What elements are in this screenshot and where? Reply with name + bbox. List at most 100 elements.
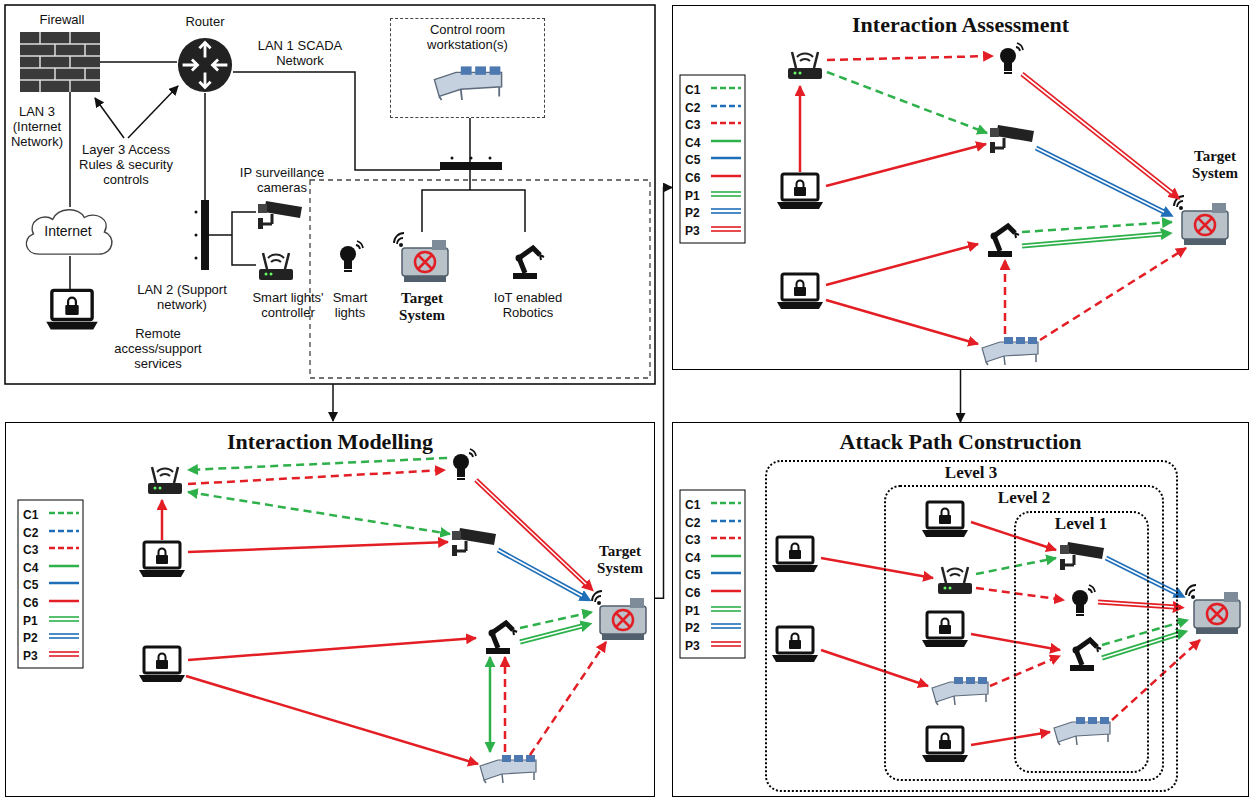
legend-text: C2 [685,516,700,530]
interaction-line [504,657,507,752]
legend-entry: C6 [685,583,745,599]
interaction-line [826,244,978,285]
legend-line [711,104,741,107]
legend-entry: P1 [23,611,83,627]
legend-line [711,157,741,160]
legend-line [49,616,79,618]
legend-entry: C3 [23,540,83,556]
legend-text: C3 [685,118,700,132]
legend-sample [48,613,80,625]
interaction-line [1040,248,1186,340]
interaction-line [821,558,933,578]
node-label: Level 1 [1055,514,1107,534]
interaction-line [204,93,206,200]
device-fw [20,32,100,92]
legend-sample [48,542,80,554]
device-tgt [394,233,448,282]
panel: Attack Path ConstructionLevel 3Level 2Le… [672,422,1249,797]
drawing-part [195,257,198,260]
legend-text: P3 [685,639,700,653]
legend-line [49,565,79,568]
flow-arrow [960,370,962,422]
interaction-line [469,170,471,190]
panel-title: Interaction Assessment [852,12,1069,38]
panel-title: Interaction Modelling [227,429,433,455]
legend-text: C1 [23,508,38,522]
frame-rect [5,5,655,384]
interaction-line [469,118,471,162]
legend-text: C4 [685,551,700,565]
interaction-line [498,550,582,596]
interaction-line [1036,148,1164,212]
legend-line [711,140,741,143]
device-rob [1070,640,1101,671]
legend-entry: C4 [685,548,745,564]
device-rtr [178,38,232,92]
legend-sample [710,603,742,615]
interaction-line [332,384,334,421]
flow-arrow [655,188,672,599]
legend-line [711,208,741,210]
legend-text: P2 [23,631,38,645]
legend-text: C5 [685,153,700,167]
device-lap [46,290,98,329]
interaction-line [1022,222,1172,232]
frame-rect [310,180,650,378]
legend-sample [710,170,742,182]
drawing-part [489,157,492,160]
interaction-line [69,256,71,290]
legend-line [49,651,79,653]
interaction-line [971,732,1050,745]
device-cam [452,528,496,556]
legend-text: C6 [685,586,700,600]
interaction-line [976,558,1056,574]
interaction-line [69,92,71,207]
legend-text: C1 [685,83,700,97]
legend-text: C6 [23,596,38,610]
legend-entry: C2 [685,98,745,114]
legend-line [711,645,741,647]
legend-sample [48,507,80,519]
legend-entry: P2 [23,628,83,644]
legend-sample [48,560,80,572]
legend-entry: C3 [685,115,745,131]
legend-sample [48,525,80,537]
device-blb [1072,585,1095,615]
legend-sample [710,567,742,579]
legend-entry: P3 [23,646,83,662]
device-cam [1060,542,1104,570]
drawing-part [451,157,454,160]
legend-entry: P3 [685,221,745,237]
legend-sample [710,497,742,509]
device-lap [777,274,823,309]
interaction-line [1106,558,1176,593]
legend-line [711,641,741,643]
panel-title: Attack Path Construction [840,429,1082,455]
frame-rect [440,162,502,170]
legend-line [711,122,741,125]
device-wks [1054,717,1110,745]
group-box: Control room workstation(s) [390,18,545,118]
interaction-line [161,500,164,540]
interaction-line [520,626,582,642]
legend-entry: C3 [685,530,745,546]
text-label: LAN 3 (Internet Network) [8,104,66,149]
device-lap [139,542,185,577]
legend-line [711,502,741,505]
legend-text: P3 [685,224,700,238]
legend-text: P2 [685,621,700,635]
text-label: Layer 3 Access Rules & security controls [76,142,176,187]
legend-sample [710,515,742,527]
legend-line [49,655,79,657]
interaction-line [1022,234,1162,246]
legend-entry: C2 [23,523,83,539]
legend-entry: P2 [685,618,745,634]
frame-rect [18,500,83,668]
text-label: Smart lights' controller [244,290,332,320]
drawing-part [195,211,198,214]
legend-entry: C5 [685,565,745,581]
text-label: LAN 1 SCADA Network [250,38,350,68]
interaction-line [232,212,256,265]
device-blb [1000,43,1023,73]
